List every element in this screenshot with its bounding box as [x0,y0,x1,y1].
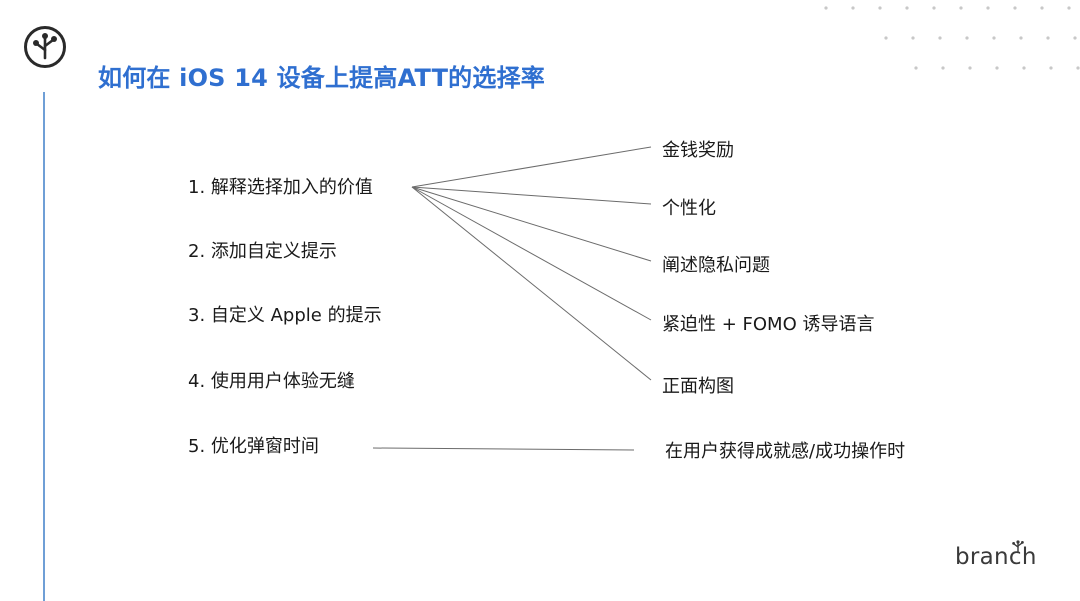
strategy-item-2: 2. 添加自定义提示 [188,241,337,262]
strategy-item-5: 5. 优化弹窗时间 [188,436,319,457]
connector-to-framing [411,186,652,381]
tactic-urgency-fomo: 紧迫性 + FOMO 诱导语言 [662,314,875,335]
brand-wordmark: branch [955,544,1037,570]
connector-to-personalization [411,186,652,205]
connector-timing [372,447,635,451]
accent-vertical-rule [43,92,45,601]
tactic-privacy-explained: 阐述隐私问题 [662,255,770,276]
connector-to-privacy [411,186,652,262]
strategy-item-4: 4. 使用用户体验无缝 [188,371,355,392]
tactic-success-moment: 在用户获得成就感/成功操作时 [665,441,906,462]
branch-tree-badge-icon [24,26,66,68]
dot-grid-decoration [824,6,1080,70]
sprout-icon [1012,540,1024,553]
tactic-personalization: 个性化 [662,198,716,219]
connector-to-urgency [411,186,652,321]
tactic-positive-framing: 正面构图 [662,376,734,397]
strategy-item-1: 1. 解释选择加入的价值 [188,177,373,198]
tactic-money-reward: 金钱奖励 [662,140,734,161]
connector-to-money [411,146,652,188]
slide-title: 如何在 iOS 14 设备上提高ATT的选择率 [98,64,545,92]
strategy-item-3: 3. 自定义 Apple 的提示 [188,305,382,326]
